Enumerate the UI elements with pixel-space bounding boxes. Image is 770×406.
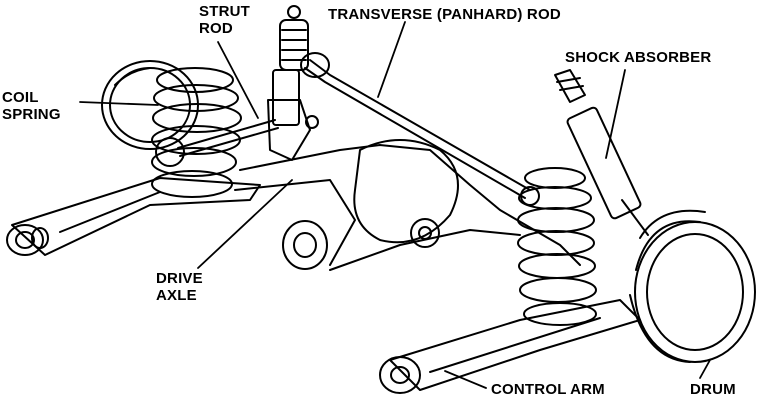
label-strut-rod-line2: ROD [199,20,233,37]
axle-housing [234,139,581,271]
leader-control-arm [444,370,487,389]
leader-strut-rod [217,41,259,119]
label-drive-axle-line1: DRIVE [156,270,203,287]
panhard-rod [300,52,540,206]
label-drive-axle: DRIVE AXLE [156,270,203,304]
label-strut-rod-line1: STRUT [199,3,250,20]
right-control-arm [379,299,641,394]
strut-rod [177,99,319,161]
leader-coil-spring [79,101,159,106]
leader-lines [79,21,711,389]
label-strut-rod: STRUT ROD [199,3,250,37]
label-coil-spring-line2: SPRING [2,106,61,123]
label-coil-spring: COIL SPRING [2,89,61,123]
label-shock-absorber: SHOCK ABSORBER [565,49,712,66]
leader-shock-absorber [605,69,626,159]
left-control-arm [6,177,261,256]
right-shock-absorber [554,69,649,236]
label-drum: DRUM [690,381,736,398]
right-drum [629,209,756,363]
label-drive-axle-line2: AXLE [156,287,197,304]
leader-drive-axle [197,179,293,269]
left-shock-absorber [272,5,309,126]
right-coil-spring [517,167,597,326]
label-coil-spring-line1: COIL [2,89,39,106]
leader-transverse-rod [377,21,406,98]
left-coil-spring [151,67,242,198]
label-transverse-rod: TRANSVERSE (PANHARD) ROD [328,6,561,23]
leader-drum [699,359,711,379]
label-control-arm: CONTROL ARM [491,381,605,398]
